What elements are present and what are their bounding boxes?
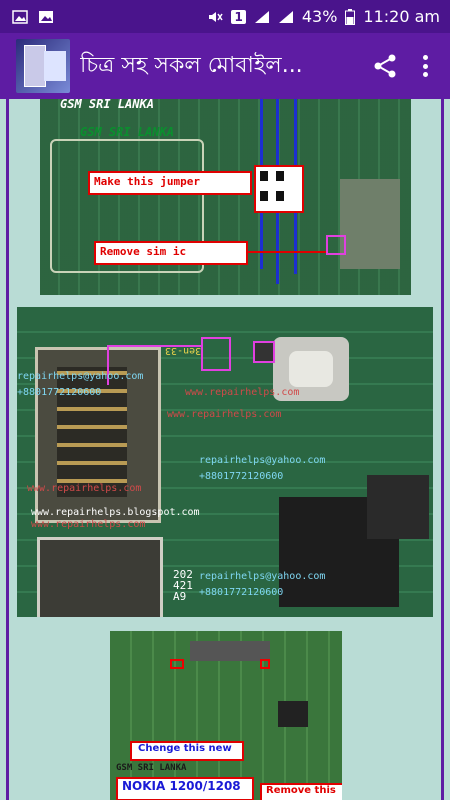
site-watermark-1: www.repairhelps.com	[185, 387, 300, 398]
circuit-image-2[interactable]: 3en-33 repairhelps@yahoo.com +8801772120…	[17, 307, 433, 617]
chip-code-label: 3en-33	[165, 345, 202, 356]
chip-highlight	[253, 341, 275, 363]
label-nokia-model: NOKIA 1200/1208	[122, 779, 241, 793]
more-vert-icon[interactable]	[422, 55, 428, 77]
right-divider	[441, 99, 444, 800]
site-watermark-4: www.repairhelps.com	[31, 519, 146, 530]
label-remove-sim: Remove sim ic	[100, 245, 187, 258]
signal-icon	[254, 10, 269, 23]
label-make-jumper: Make this jumper	[94, 175, 200, 188]
phone-watermark-3: +8801772120600	[199, 587, 284, 598]
phone-watermark-2: +8801772120600	[199, 471, 284, 482]
battery-percent: 43%	[301, 7, 338, 26]
circuit-image-3[interactable]: Chenge this new GSM SRI LANKA NOKIA 1200…	[110, 631, 342, 800]
watermark-gsm-top: GSM SRI LANKA	[60, 99, 154, 111]
label-remove-this: Remove this	[266, 785, 336, 796]
site-watermark-2: www.repairhelps.com	[167, 409, 282, 420]
status-bar: 1 43% 11:20 am	[0, 0, 450, 33]
email-watermark-1: repairhelps@yahoo.com	[17, 371, 144, 382]
sim-ic-highlight	[326, 235, 346, 255]
phone-watermark-1: +8801772120600	[17, 387, 102, 398]
email-watermark-2: repairhelps@yahoo.com	[199, 455, 326, 466]
app-logo	[16, 39, 70, 93]
pad-highlight	[201, 337, 231, 371]
left-divider	[6, 99, 9, 800]
site-watermark-3: www.repairhelps.com	[27, 483, 142, 494]
blog-watermark: www.repairhelps.blogspot.com	[31, 507, 200, 518]
toolbar-title: চিত্র সহ সকল মোবাইল...	[80, 52, 303, 78]
label-change-new: Chenge this new	[138, 743, 232, 754]
watermark-gsm-mid: GSM SRI LANKA	[80, 125, 174, 139]
battery-icon	[345, 8, 356, 25]
mute-icon	[209, 11, 224, 22]
app-toolbar: চিত্র সহ সকল মোবাইল...	[0, 33, 450, 99]
image-notification-icon	[39, 10, 53, 23]
share-icon[interactable]	[372, 53, 398, 79]
sim-slot-badge: 1	[231, 9, 246, 24]
email-watermark-3: repairhelps@yahoo.com	[199, 571, 326, 582]
signal-icon-2	[278, 10, 293, 23]
circuit-image-1[interactable]: GSM SRI LANKA GSM SRI LANKA Make this ju…	[40, 99, 411, 295]
gallery-icon	[12, 9, 28, 24]
chip-number-label: 202 421 A9	[173, 568, 193, 603]
content-area[interactable]: GSM SRI LANKA GSM SRI LANKA Make this ju…	[0, 99, 450, 800]
watermark-gsm-bottom: GSM SRI LANKA	[116, 763, 187, 773]
clock: 11:20 am	[363, 7, 440, 26]
